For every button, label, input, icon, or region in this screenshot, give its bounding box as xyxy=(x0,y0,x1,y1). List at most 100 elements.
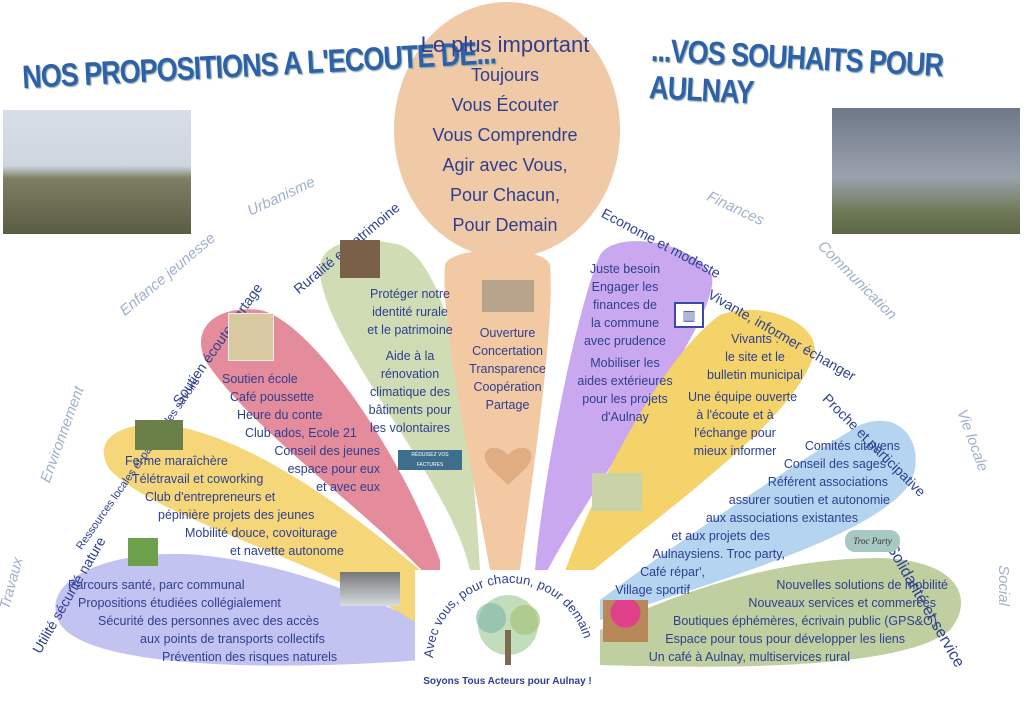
item: Aulnaysiens. Troc party, xyxy=(652,547,785,561)
map-photo xyxy=(592,473,642,511)
item: Nouveaux services et commerces xyxy=(748,596,936,610)
presentation-icon: ▥ xyxy=(674,302,704,328)
petal-vivante xyxy=(560,309,815,590)
item: rénovation xyxy=(380,367,440,381)
landscape-photo-right xyxy=(832,108,1020,234)
item: Club ados, Ecole 21 xyxy=(245,426,357,440)
item: assurer soutien et autonomie xyxy=(728,493,890,507)
item: Prévention des risques naturels xyxy=(162,650,338,664)
item: le site et le xyxy=(725,350,785,364)
item: les volontaires xyxy=(370,421,450,435)
item: Vivants : xyxy=(731,332,779,346)
item: Mobilité douce, covoiturage xyxy=(185,526,338,540)
item: et aux projets des xyxy=(671,529,770,543)
item: Propositions étudiées collégialement xyxy=(78,596,281,610)
item: Conseil des sages xyxy=(783,457,886,471)
renovation-badge: RÉDUISEZ VOS FACTURES ÉNERGÉTIQUES xyxy=(398,450,462,470)
vivante-items: Vivants : le site et le bulletin municip… xyxy=(688,330,820,460)
center-circle xyxy=(394,2,620,258)
circle-line: Vous Comprendre xyxy=(432,125,578,145)
item: identité rurale xyxy=(372,305,448,319)
item: climatique des xyxy=(370,385,450,399)
item: la commune xyxy=(590,316,660,330)
item: Aide à la xyxy=(385,349,435,363)
svg-text:Avec vous, pour chacun, pour d: Avec vous, pour chacun, pour demain xyxy=(421,571,596,658)
petal-solidarite xyxy=(600,558,962,667)
landscape-photo-left xyxy=(3,110,191,234)
item: l'échange pour xyxy=(694,426,776,440)
item: Juste besoin xyxy=(589,262,661,276)
petal-centre xyxy=(444,250,551,570)
center-circle-text: Le plus important Toujours Vous Écouter … xyxy=(395,30,615,240)
item: Référent associations xyxy=(767,475,888,489)
item: Soutien école xyxy=(222,372,298,386)
circle-heading: Le plus important xyxy=(420,32,590,57)
item: Boutiques éphémères, écrivain public (GP… xyxy=(672,614,937,628)
item: Une équipe ouverte xyxy=(687,390,798,404)
item: aux associations existantes xyxy=(705,511,858,525)
item: Coopération xyxy=(473,380,542,394)
item: Nouvelles solutions de mobilité xyxy=(776,578,948,592)
item: aux points de transports collectifs xyxy=(140,632,325,646)
logo-slogan: Soyons Tous Acteurs pour Aulnay ! xyxy=(423,676,592,687)
item: Partage xyxy=(485,398,530,412)
troc-party-badge: Troc Party xyxy=(845,530,900,552)
path-icon xyxy=(128,538,158,566)
item: finances de xyxy=(593,298,657,312)
solidarite-items: Nouvelles solutions de mobilité Nouveaux… xyxy=(630,576,950,666)
circle-line: Pour Chacun, xyxy=(449,185,561,205)
item: avec prudence xyxy=(583,334,666,348)
garden-photo xyxy=(135,420,183,450)
item: Ouverture xyxy=(479,326,536,340)
item: Concertation xyxy=(472,344,543,358)
item: Conseil des jeunes xyxy=(274,444,380,458)
circle-line: Agir avec Vous, xyxy=(442,155,568,175)
item: à l'écoute et à xyxy=(696,408,774,422)
item: Espace pour tous pour développer les lie… xyxy=(665,632,905,646)
baby-photo xyxy=(228,313,274,361)
item: et avec eux xyxy=(316,480,380,494)
petal-ruralite xyxy=(319,240,480,571)
item: Heure du conte xyxy=(237,408,323,422)
village-house-photo xyxy=(482,280,534,312)
item: bulletin municipal xyxy=(707,368,803,382)
petal-utilite xyxy=(55,553,421,666)
item: Protéger notre xyxy=(370,287,450,301)
logo-arc-text: Avec vous, pour chacun, pour demain xyxy=(421,571,596,658)
item: Café poussette xyxy=(230,390,315,404)
item: Un café à Aulnay, multiservices rural xyxy=(648,650,850,664)
item: Café répar', xyxy=(640,565,705,579)
ressources-items: Ferme maraîchère Télétravail et coworkin… xyxy=(120,452,344,560)
item: d'Aulnay xyxy=(601,410,649,424)
tree-logo-icon xyxy=(476,595,540,665)
item: pépinière projets des jeunes xyxy=(158,508,315,522)
heart-icon xyxy=(484,447,532,485)
item: bâtiments pour xyxy=(368,403,452,417)
item: Comités citoyens xyxy=(804,439,900,453)
petal-econome xyxy=(535,241,713,575)
item: mieux informer xyxy=(693,444,777,458)
circle-line: Vous Écouter xyxy=(451,95,559,115)
utilite-items: Parcours santé, parc communal Propositio… xyxy=(60,576,337,666)
item: Ferme maraîchère xyxy=(125,454,228,468)
item: aides extérieures xyxy=(577,374,673,388)
item: Village sportif xyxy=(615,583,690,597)
ruralite-items: Protéger notre identité rurale et le pat… xyxy=(340,285,480,437)
category-social: Social xyxy=(994,565,1012,606)
soutien-items: Soutien école Café poussette Heure du co… xyxy=(215,370,380,496)
item: Transparence xyxy=(469,362,546,376)
car-photo xyxy=(340,572,400,606)
petal-soutien xyxy=(201,309,440,590)
item: Sécurité des personnes avec des accès xyxy=(98,614,319,628)
item: et navette autonome xyxy=(230,544,344,558)
item: Club d'entrepreneurs et xyxy=(145,490,276,504)
item: Télétravail et coworking xyxy=(132,472,264,486)
item: et le patrimoine xyxy=(367,323,453,337)
petal-proche xyxy=(600,420,916,620)
centre-items: Ouverture Concertation Transparence Coop… xyxy=(455,324,560,414)
circle-line: Pour Demain xyxy=(452,215,558,235)
item: Parcours santé, parc communal xyxy=(68,578,245,592)
proche-items: Comités citoyens Conseil des sages Référ… xyxy=(600,437,900,599)
item: pour les projets xyxy=(582,392,668,406)
